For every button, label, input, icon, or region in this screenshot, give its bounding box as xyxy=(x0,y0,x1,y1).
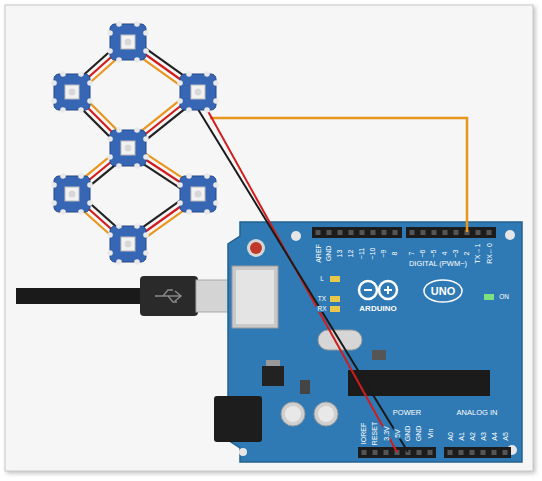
pin-label: 5V xyxy=(394,428,401,439)
board-label: L xyxy=(319,276,325,283)
pin-label: ~6 xyxy=(419,248,426,258)
pin-label: 2 xyxy=(464,250,471,256)
pin-label: A3 xyxy=(480,431,487,442)
pin-label: GND xyxy=(416,424,423,442)
pin-label: 4 xyxy=(442,250,449,256)
pin-label: ~3 xyxy=(452,248,459,258)
pin-label: AREF xyxy=(314,243,321,264)
board-label: RX xyxy=(316,306,327,313)
usb-cable xyxy=(16,276,236,316)
pin-label: A1 xyxy=(458,431,465,442)
pin-label: A0 xyxy=(447,431,454,442)
arduino-board xyxy=(214,222,522,462)
pin-label: RX←0 xyxy=(486,242,493,265)
pin-label: GND xyxy=(405,424,412,442)
frame xyxy=(5,5,533,471)
pin-label: ~5 xyxy=(430,248,437,258)
pin-label: A4 xyxy=(491,431,498,442)
pin-label: TX→1 xyxy=(475,242,482,264)
board-label: ARDUINO xyxy=(358,305,397,313)
pin-label: GND xyxy=(326,244,333,262)
pin-label: ~10 xyxy=(370,246,377,260)
pin-label: RESET xyxy=(372,420,379,445)
pin-label: A2 xyxy=(469,431,476,442)
pin-label: ~11 xyxy=(358,246,365,259)
board-label: UNO xyxy=(430,286,456,297)
pin-label: 3.3V xyxy=(383,425,390,441)
board-label: TX xyxy=(317,296,327,303)
pin-label: Vin xyxy=(427,427,434,439)
neopixel-ring xyxy=(51,21,219,265)
pin-label: IOREF xyxy=(360,421,367,444)
wires xyxy=(68,38,467,452)
board-label: DIGITAL (PWM~) xyxy=(408,260,468,268)
pin-label: 7 xyxy=(409,250,416,256)
board-label: ANALOG IN xyxy=(456,409,499,417)
board-label: POWER xyxy=(392,409,422,417)
board-label: ON xyxy=(498,294,510,301)
pin-label: 12 xyxy=(347,248,354,258)
pin-label: A5 xyxy=(502,431,509,442)
pin-label: ~9 xyxy=(380,248,387,258)
pin-label: 13 xyxy=(336,248,343,258)
pin-label: 8 xyxy=(392,250,399,256)
